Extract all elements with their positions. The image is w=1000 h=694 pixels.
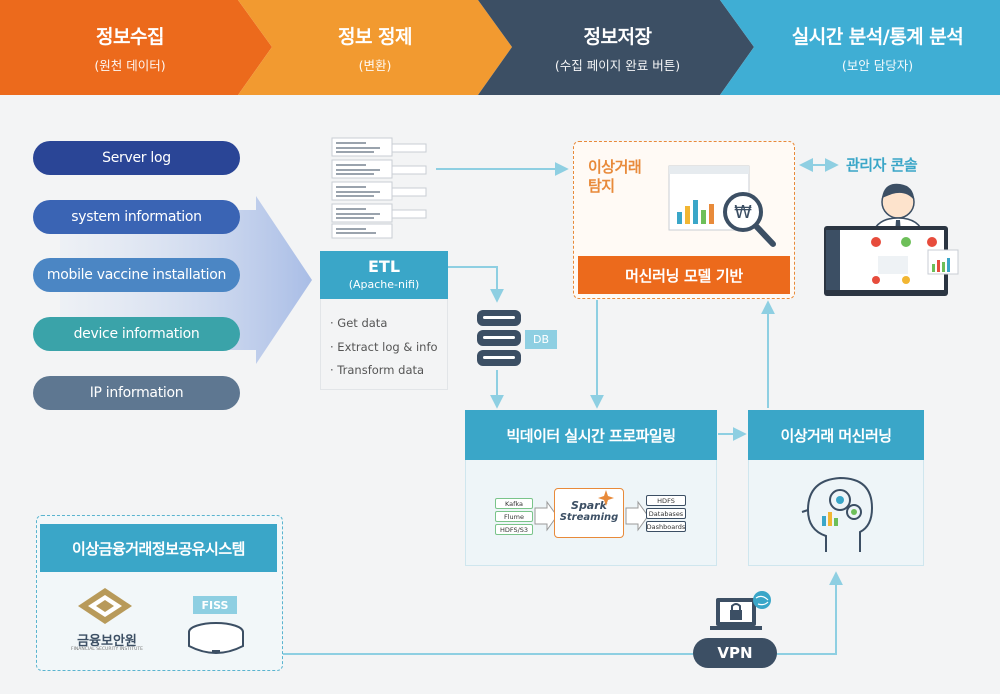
input-arrow-icon — [534, 500, 558, 532]
streaming-label: Streaming — [559, 512, 619, 523]
admin-console-label: 관리자 콘솔 — [846, 156, 918, 174]
stage-3-subtitle: (수집 페이지 완료 버튼) — [554, 57, 681, 73]
ai-brain-icon — [801, 476, 874, 552]
fraud-detection-title-line2: 탐지 — [588, 177, 615, 195]
stage-2-chevron — [238, 0, 512, 95]
input-flume: Flume — [495, 511, 533, 522]
fraud-detection-title: 이상거래 탐지 — [588, 158, 642, 196]
input-kafka: Kafka — [495, 498, 533, 509]
svg-text:₩: ₩ — [734, 202, 752, 223]
fraud-detection-title-line1: 이상거래 — [588, 158, 642, 176]
log-documents-icon — [331, 137, 427, 239]
etl-item-extract: · Extract log & info — [330, 340, 438, 354]
output-dashboards: Dashboards — [646, 521, 686, 532]
source-device-information: device information — [33, 317, 240, 351]
sharing-system-title: 이상금융거래정보공유시스템 — [40, 524, 277, 572]
vpn-badge: VPN — [693, 638, 777, 668]
stage-4-subtitle: (보안 담당자) — [841, 57, 914, 73]
db-label: DB — [525, 330, 557, 349]
stage-4-title: 실시간 분석/통계 분석 — [791, 25, 964, 48]
stage-2-subtitle: (변환) — [358, 57, 392, 73]
stage-4-chevron — [720, 0, 1000, 95]
input-hdfs-s3: HDFS/S3 — [495, 524, 533, 535]
source-ip-information: IP information — [33, 376, 240, 410]
output-arrow-icon — [625, 500, 649, 532]
etl-item-transform: · Transform data — [330, 363, 425, 377]
profiling-title: 빅데이터 실시간 프로파일링 — [465, 410, 717, 460]
stage-1-header: 정보수집 (원천 데이터) — [20, 0, 240, 95]
flow-fiss-vpn-ml — [283, 571, 843, 655]
ml-title: 이상거래 머신러닝 — [748, 410, 924, 460]
admin-console-illustration — [824, 183, 959, 296]
fiss-label: FISS — [193, 596, 237, 614]
spark-star-icon — [598, 490, 614, 506]
source-mobile-vaccine: mobile vaccine installation — [33, 258, 240, 292]
etl-item-get-data: · Get data — [330, 316, 388, 330]
stage-1-chevron — [0, 0, 272, 95]
source-system-information: system information — [33, 200, 240, 234]
fsi-subname: FINANCIAL SECURITY INSTITUTE — [71, 647, 143, 652]
fsi-name: 금융보안원 — [77, 634, 137, 649]
stage-3-chevron — [478, 0, 754, 95]
output-databases: Databases — [646, 508, 686, 519]
stage-1-subtitle: (원천 데이터) — [94, 57, 166, 73]
header-chevrons — [0, 0, 1000, 95]
spark-streaming-box: Spark Streaming — [554, 488, 624, 538]
fiss-server-icon — [188, 622, 244, 654]
flow-etl-to-db — [448, 266, 504, 303]
fsi-logo — [78, 588, 132, 624]
vpn-laptop-icon — [710, 591, 771, 630]
etl-header: ETL (Apache-nifi) — [320, 251, 448, 299]
stage-3-title: 정보저장 — [583, 25, 652, 48]
ml-model-bar: 머신러닝 모델 기반 — [578, 256, 790, 294]
stage-4-header: 실시간 분석/통계 분석 (보안 담당자) — [755, 0, 1000, 95]
source-server-log: Server log — [33, 141, 240, 175]
etl-title: ETL — [367, 257, 401, 276]
output-hdfs: HDFS — [646, 495, 686, 506]
stage-1-title: 정보수집 — [96, 25, 164, 48]
stage-2-title: 정보 정제 — [337, 25, 413, 48]
stage-2-header: 정보 정제 (변환) — [260, 0, 490, 95]
spark-label: Spark — [571, 499, 607, 512]
database-icon — [477, 310, 521, 366]
magnifier-analysis-icon: ₩ — [668, 165, 776, 247]
stage-3-header: 정보저장 (수집 페이지 완료 버튼) — [500, 0, 735, 95]
etl-subtitle: (Apache-nifi) — [348, 278, 420, 291]
